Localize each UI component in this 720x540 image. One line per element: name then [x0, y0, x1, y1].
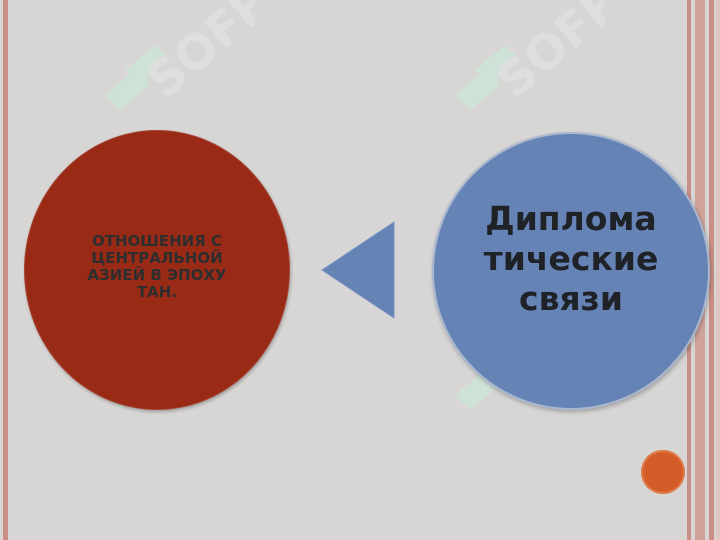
central-asia-relations-circle: ОТНОШЕНИЯ С ЦЕНТРАЛЬНОЙ АЗИЕЙ В ЭПОХУ ТА…	[24, 130, 290, 410]
label-line: тические	[483, 239, 659, 278]
watermark-text: SOFF	[137, 0, 255, 109]
right-border-line-outer	[709, 0, 714, 540]
central-asia-relations-label: ОТНОШЕНИЯ С ЦЕНТРАЛЬНОЙ АЗИЕЙ В ЭПОХУ ТА…	[88, 233, 227, 301]
label-line: ТАН.	[136, 283, 178, 301]
triangle-left-icon	[321, 221, 395, 319]
label-line: ЦЕНТРАЛЬНОЙ	[91, 249, 223, 267]
label-line: ОТНОШЕНИЯ С	[92, 232, 222, 250]
diplomatic-relations-circle: Диплома тические связи	[432, 132, 710, 410]
right-border-edge	[716, 0, 720, 540]
watermark-text: SOFF	[487, 0, 605, 109]
label-line: Диплома	[485, 199, 657, 238]
diplomatic-relations-label: Диплома тические связи	[484, 199, 659, 319]
watermark-logo: SOFF	[105, 0, 255, 110]
label-line: связи	[519, 279, 623, 318]
left-border-line	[3, 0, 8, 540]
orange-circle-dot	[641, 450, 685, 494]
label-line: АЗИЕЙ В ЭПОХУ	[87, 266, 227, 284]
watermark-logo: SOFF	[455, 0, 605, 110]
